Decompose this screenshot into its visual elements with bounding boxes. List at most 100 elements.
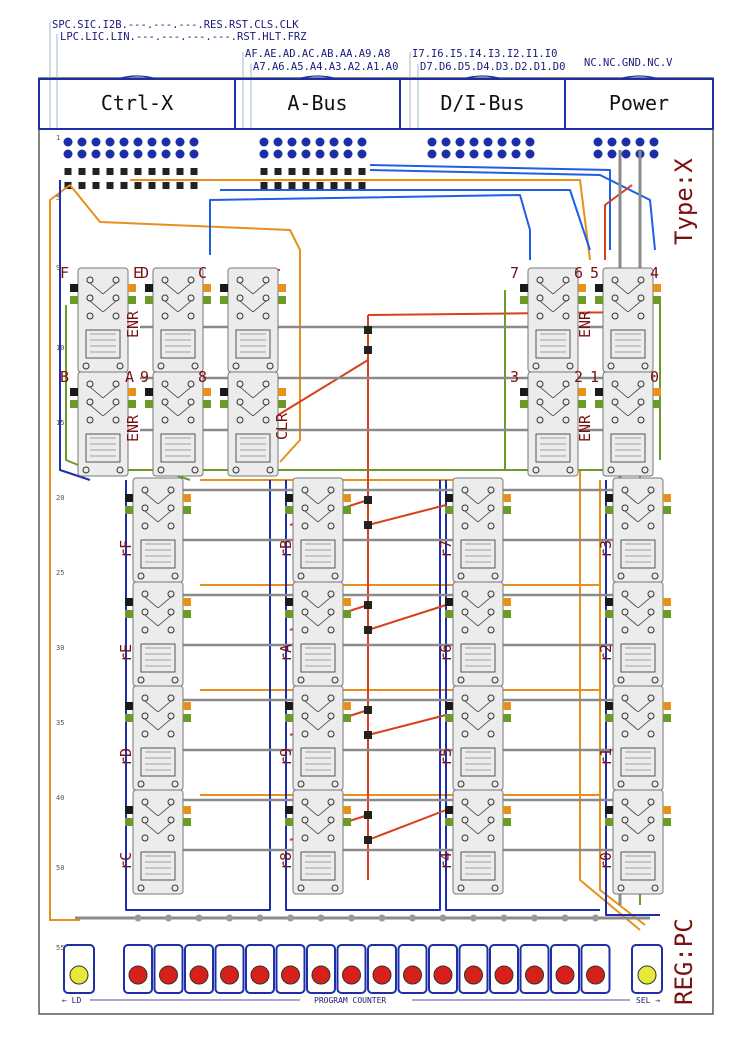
enable-relay-label: A — [125, 368, 134, 386]
header-pin-icon — [148, 182, 156, 189]
header-pin-icon — [593, 149, 603, 159]
enable-relay-label: 1 — [590, 368, 599, 386]
row-number: 1 — [56, 134, 60, 142]
footer-ld: ← LD — [62, 996, 81, 1005]
relay-icon — [452, 789, 504, 895]
header-pin-icon — [315, 149, 325, 159]
header-pin-icon — [147, 149, 157, 159]
header-pin-icon — [106, 182, 114, 189]
wire — [125, 480, 271, 911]
header-pin-icon — [190, 168, 198, 175]
header-pin-icon — [344, 168, 352, 175]
enable-relay-label: 4 — [650, 264, 659, 282]
wire — [445, 480, 600, 911]
header-pin-icon — [161, 137, 171, 147]
header-pin-icon — [148, 168, 156, 175]
header-pin-icon — [427, 137, 437, 147]
led-icon — [189, 965, 209, 985]
signal-label-ctrl-top: SPC.SIC.I2B.---.---.---.RES.RST.CLS.CLK — [52, 19, 299, 31]
relay-icon — [77, 267, 129, 373]
relay-icon — [602, 267, 654, 373]
enable-relay-label: 6 — [574, 264, 583, 282]
signal-label-ctrl-bottom: LPC.LIC.LIN.---.---.---.---.RST.HLT.FRZ — [60, 31, 307, 43]
footer: ← LD PROGRAM COUNTER SEL → — [62, 996, 660, 1005]
header-pin-icon — [273, 149, 283, 159]
header-pin-icon — [133, 137, 143, 147]
header-pin-icon — [649, 137, 659, 147]
wire — [269, 359, 369, 421]
header-pin-icon — [357, 137, 367, 147]
header-pin-icon — [357, 149, 367, 159]
header-pin-icon — [63, 137, 73, 147]
led-icon — [525, 965, 544, 985]
relay-icon — [292, 789, 344, 895]
relay-icon — [452, 477, 504, 583]
row-number: 5 — [56, 194, 60, 202]
wire — [49, 184, 80, 921]
enr-label: ENR — [124, 414, 142, 442]
enr-label: ENR — [124, 310, 142, 338]
header-pin-icon — [358, 182, 366, 189]
header-pin-icon — [301, 149, 311, 159]
header-pin-icon — [190, 182, 198, 189]
row-number: 50 — [56, 864, 64, 872]
header-pin-icon — [162, 182, 170, 189]
relay-icon — [452, 685, 504, 791]
register-relay-label: r4 — [437, 852, 455, 870]
relay-icon — [292, 477, 344, 583]
header-pin-icon — [302, 182, 310, 189]
enable-relay-label: 9 — [140, 368, 149, 386]
relay-icon — [132, 581, 184, 687]
connector-label-3: Power — [609, 91, 669, 115]
header-pin-icon — [287, 137, 297, 147]
enable-relay-label: 7 — [510, 264, 519, 282]
header-pin-icon — [525, 149, 535, 159]
header-pin-icon — [77, 137, 87, 147]
relay-icon — [132, 789, 184, 895]
row-number: 35 — [56, 719, 64, 727]
enable-relay-label: 8 — [198, 368, 207, 386]
header-pin-icon — [259, 149, 269, 159]
connector-label-0: Ctrl-X — [101, 91, 173, 115]
relay-icon — [227, 371, 279, 477]
relay-icon — [152, 371, 204, 477]
header-pin-icon — [469, 137, 479, 147]
header-pin-icon — [525, 137, 535, 147]
led-icon — [69, 965, 89, 985]
relay-icon — [527, 371, 579, 477]
led-icon — [281, 965, 300, 985]
enable-relay-label: E — [133, 264, 142, 282]
connector-3 — [564, 78, 714, 130]
wire — [367, 604, 447, 631]
header-pin-icon — [77, 149, 87, 159]
header-pin-icon — [330, 168, 338, 175]
header-pin-icon — [91, 149, 101, 159]
header-pin-icon — [78, 182, 86, 189]
header-pin-icon — [315, 137, 325, 147]
header-pin-icon — [593, 137, 603, 147]
header-pin-icon — [288, 168, 296, 175]
header-pin-icon — [364, 496, 372, 504]
header-pin-icon — [175, 137, 185, 147]
header-pin-icon — [497, 137, 507, 147]
relay-icon — [602, 371, 654, 477]
enable-relay-label: 2 — [574, 368, 583, 386]
header-pin-icon — [364, 326, 372, 334]
wire — [579, 470, 641, 931]
header-pin-icon — [621, 149, 631, 159]
row-number: 30 — [56, 644, 64, 652]
led-icon — [433, 965, 453, 985]
led-icon — [342, 965, 361, 985]
signal-label-dbus-bottom: D7.D6.D5.D4.D3.D2.D1.D0 — [420, 61, 565, 73]
header-pin-icon — [134, 168, 142, 175]
wire — [367, 714, 447, 736]
header-pin-icon — [176, 182, 184, 189]
header-pin-icon — [427, 149, 437, 159]
header-pin-icon — [316, 168, 324, 175]
header-pin-icon — [621, 137, 631, 147]
header-pin-icon — [330, 182, 338, 189]
header-pin-icon — [343, 149, 353, 159]
relay-icon — [292, 685, 344, 791]
header-pin-icon — [273, 137, 283, 147]
header-pin-icon — [302, 168, 310, 175]
